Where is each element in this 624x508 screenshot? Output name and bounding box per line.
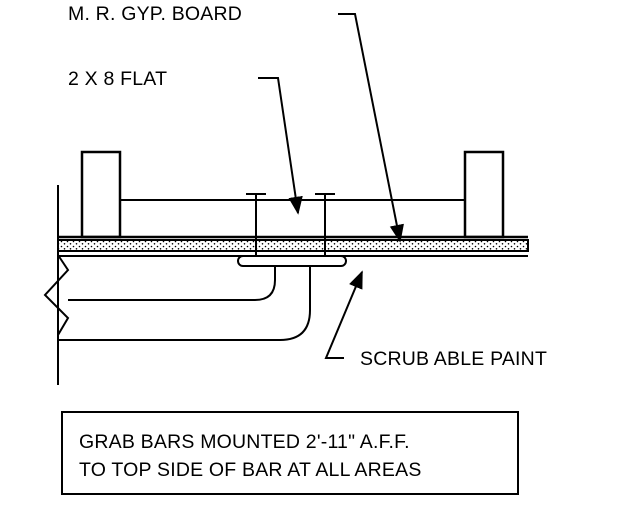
note-box [61, 411, 519, 495]
screw-left [246, 193, 266, 265]
label-scrub-able-paint: SCRUB ABLE PAINT [360, 348, 547, 370]
grab-bar-flange [237, 255, 347, 267]
leader-2x8-flat [258, 77, 303, 215]
break-line [43, 254, 70, 336]
label-gyp-board: M. R. GYP. BOARD [68, 3, 242, 25]
right-stud [463, 150, 505, 239]
left-stud [80, 150, 122, 239]
screw-right [315, 193, 335, 265]
grab-bar-tube-outer [58, 266, 311, 341]
note-line-2: TO TOP SIDE OF BAR AT ALL AREAS [79, 459, 422, 481]
note-line-1: GRAB BARS MOUNTED 2'-11" A.F.F. [79, 431, 410, 453]
leader-scrub-able-paint [324, 270, 363, 359]
gyp-board [57, 239, 529, 252]
leader-gyp-board [338, 13, 404, 243]
label-2x8-flat: 2 X 8 FLAT [68, 68, 167, 90]
grab-bar-tube-inner [68, 266, 276, 301]
